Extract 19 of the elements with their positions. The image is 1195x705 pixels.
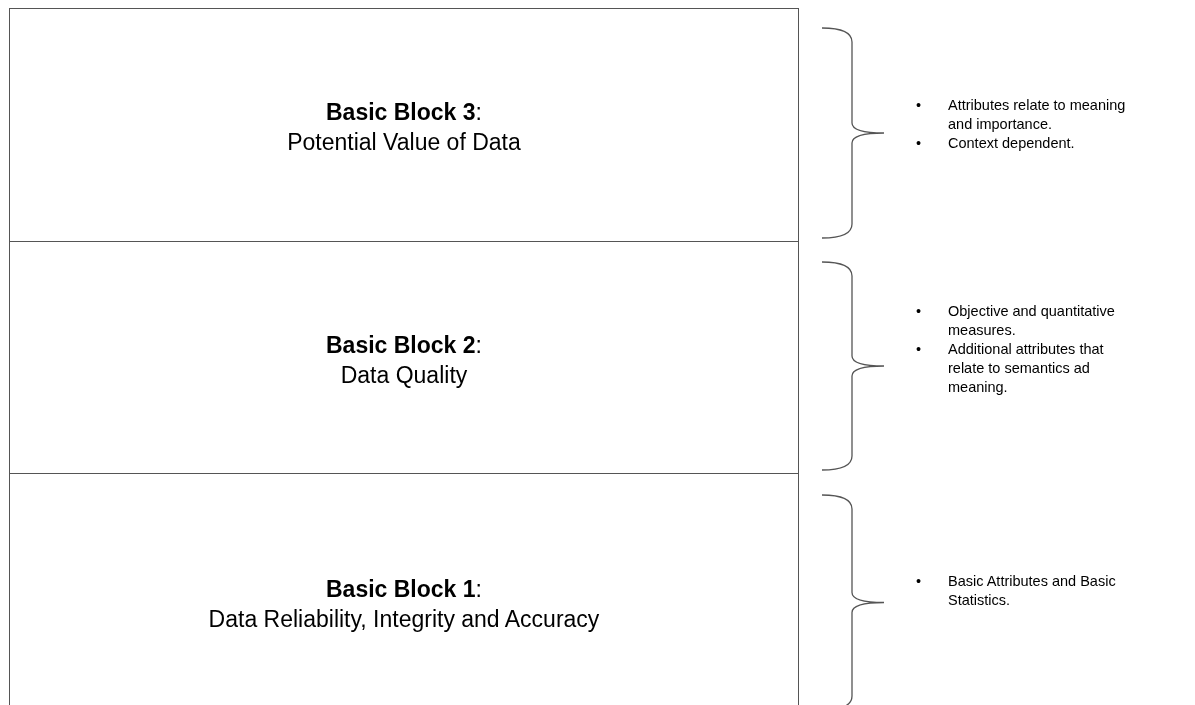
bullet-text: Attributes relate to meaning and importance.	[948, 96, 1127, 134]
block-box	[9, 241, 799, 474]
bullet-mark: •	[916, 303, 922, 319]
block-heading: Basic Block 2:	[326, 332, 482, 358]
bullet-mark: •	[916, 573, 922, 589]
bullet-text: Objective and quantitative measures.	[948, 302, 1116, 340]
block-title: Potential Value of Data	[287, 129, 521, 155]
block-box	[9, 8, 799, 242]
bullet-mark: •	[916, 97, 922, 113]
block-heading: Basic Block 3:	[326, 99, 482, 125]
block-title: Data Reliability, Integrity and Accuracy	[208, 606, 600, 632]
bullet-text: Additional attributes that relate to semantics ad meaning.	[948, 340, 1105, 397]
block-title: Data Quality	[340, 362, 468, 388]
bullet-text: Basic Attributes and Basic Statistics.	[948, 572, 1117, 610]
block-box	[9, 473, 799, 705]
block-heading: Basic Block 1:	[326, 576, 482, 602]
bullet-mark: •	[916, 341, 922, 357]
bullet-mark: •	[916, 135, 922, 151]
bullet-text: Context dependent.	[948, 134, 1076, 153]
